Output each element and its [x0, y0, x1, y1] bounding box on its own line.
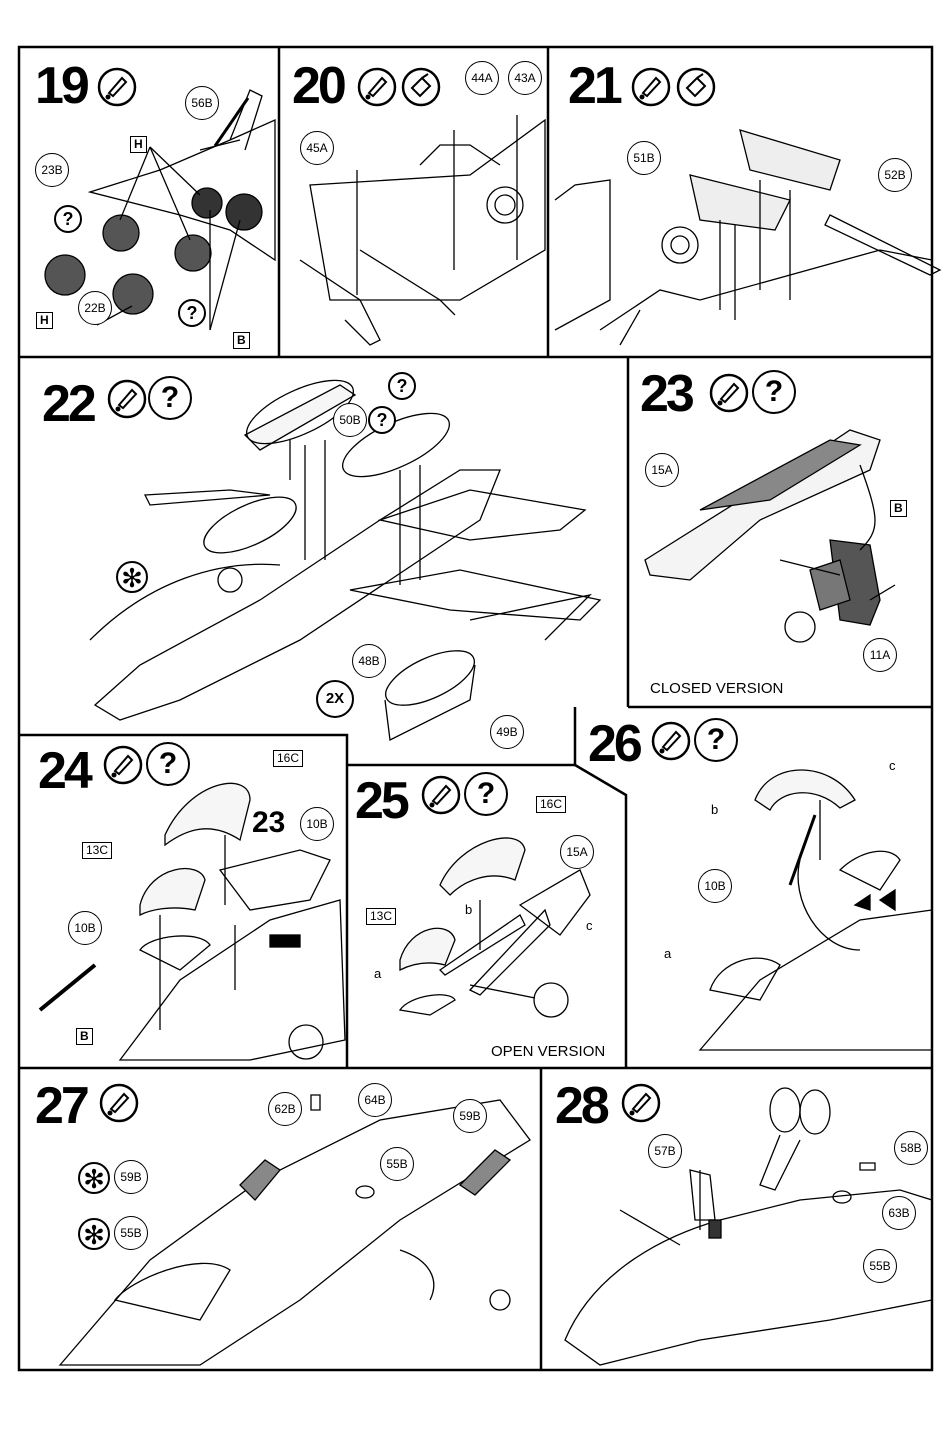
part-label-16C: 16C: [536, 796, 566, 813]
part-label-49B: 49B: [490, 715, 524, 749]
paint-question-icon: ?: [694, 718, 738, 762]
marker-H: H: [130, 136, 147, 153]
step-25-number: 25: [355, 775, 407, 827]
paint-question-icon: ?: [368, 406, 396, 434]
step-reference-23: 23: [252, 806, 285, 840]
part-label-55B: 55B: [863, 1249, 897, 1283]
part-label-16C: 16C: [273, 750, 303, 767]
marker-B: B: [890, 500, 907, 517]
paint-question-icon: ?: [388, 372, 416, 400]
cement-icon: [400, 66, 442, 108]
callout-a: a: [374, 966, 381, 981]
step-23-number: 23: [640, 368, 692, 420]
step-24-number: 24: [38, 745, 90, 797]
step-22-number: 22: [42, 378, 94, 430]
marker-B: B: [76, 1028, 93, 1045]
step26-drawing: [700, 770, 932, 1050]
paint-question-icon: ?: [178, 299, 206, 327]
paint-question-icon: ?: [146, 742, 190, 786]
part-label-63B: 63B: [882, 1196, 916, 1230]
part-label-13C: 13C: [82, 842, 112, 859]
step-20-number: 20: [292, 60, 344, 112]
cement-icon: [675, 66, 717, 108]
part-label-45A: 45A: [300, 131, 334, 165]
part-label-10B: 10B: [68, 911, 102, 945]
step25-drawing: [400, 838, 590, 1017]
part-label-55B: 55B: [114, 1216, 148, 1250]
callout-c: c: [889, 758, 896, 773]
part-label-10B: 10B: [300, 807, 334, 841]
paint-question-icon: ?: [148, 376, 192, 420]
glue-icon: [106, 378, 148, 420]
part-label-52B: 52B: [878, 158, 912, 192]
part-label-13C: 13C: [366, 908, 396, 925]
glue-icon: [96, 66, 138, 108]
part-label-62B: 62B: [268, 1092, 302, 1126]
part-label-43A: 43A: [508, 61, 542, 95]
glue-icon: [98, 1082, 140, 1124]
open-version-caption: OPEN VERSION: [491, 1043, 605, 1060]
glue-icon: [650, 720, 692, 762]
glue-icon: [708, 372, 750, 414]
part-label-57B: 57B: [648, 1134, 682, 1168]
step-19-number: 19: [35, 60, 87, 112]
step-27-number: 27: [35, 1080, 87, 1132]
part-label-56B: 56B: [185, 86, 219, 120]
part-label-50B: 50B: [333, 403, 367, 437]
marker-H: H: [36, 312, 53, 329]
asterisk-icon: ✻: [78, 1218, 110, 1250]
part-label-58B: 58B: [894, 1131, 928, 1165]
part-label-15A: 15A: [560, 835, 594, 869]
part-label-48B: 48B: [352, 644, 386, 678]
callout-b: b: [711, 802, 718, 817]
part-label-15A: 15A: [645, 453, 679, 487]
glue-icon: [356, 66, 398, 108]
part-label-55B: 55B: [380, 1147, 414, 1181]
paint-question-icon: ?: [54, 205, 82, 233]
marker-B: B: [233, 332, 250, 349]
part-label-23B: 23B: [35, 153, 69, 187]
glue-icon: [620, 1082, 662, 1124]
glue-icon: [102, 744, 144, 786]
closed-version-caption: CLOSED VERSION: [650, 680, 783, 697]
glue-icon: [420, 774, 462, 816]
part-label-51B: 51B: [627, 141, 661, 175]
step23-drawing: [645, 430, 895, 642]
part-label-44A: 44A: [465, 61, 499, 95]
part-label-10B: 10B: [698, 869, 732, 903]
step-21-number: 21: [568, 60, 620, 112]
part-label-11A: 11A: [863, 638, 897, 672]
asterisk-icon: ✻: [78, 1162, 110, 1194]
part-label-59B: 59B: [114, 1160, 148, 1194]
part-label-64B: 64B: [358, 1083, 392, 1117]
asterisk-icon: ✻: [116, 561, 148, 593]
step28-drawing: [565, 1088, 932, 1365]
glue-icon: [630, 66, 672, 108]
step-26-number: 26: [588, 718, 640, 770]
callout-a: a: [664, 946, 671, 961]
paint-question-icon: ?: [464, 772, 508, 816]
part-label-22B: 22B: [78, 291, 112, 325]
step-28-number: 28: [555, 1080, 607, 1132]
quantity-2x-badge: 2X: [316, 680, 354, 718]
callout-b: b: [465, 902, 472, 917]
part-label-59B: 59B: [453, 1099, 487, 1133]
step19-drawing: [45, 90, 275, 330]
paint-question-icon: ?: [752, 370, 796, 414]
callout-c: c: [586, 918, 593, 933]
step20-drawing: [300, 115, 545, 345]
